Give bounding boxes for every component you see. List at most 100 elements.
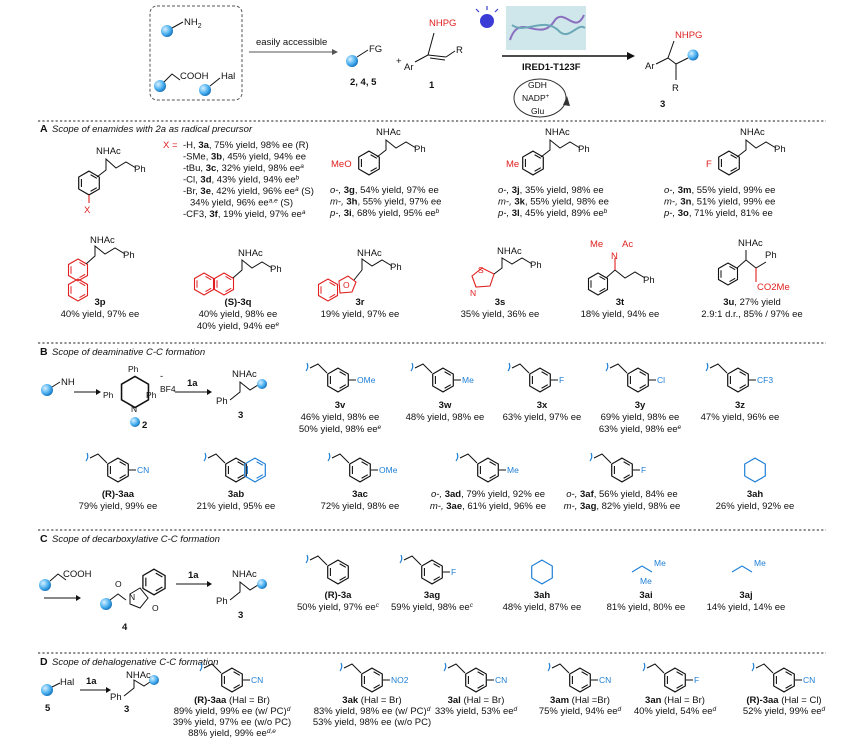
ph-label: Ph — [134, 164, 146, 175]
compound-id: 3ah — [534, 590, 551, 601]
product-r: R — [672, 83, 679, 94]
series-entry: o-, 3g, 54% yield, 97% ee — [330, 185, 439, 196]
radical-ball-icon — [100, 598, 112, 610]
substituent-label: F — [451, 567, 456, 577]
ph-label: Ph — [128, 364, 139, 374]
compound-id: (R)-3aa (Hal = Br) — [194, 695, 270, 706]
section-a: A Scope of enamides with 2a as radical p… — [40, 123, 803, 332]
yield-ee: 59% yield, 98% eec — [391, 602, 474, 613]
nhac-label: NHAc — [545, 127, 570, 138]
x-substituent: X — [84, 205, 91, 216]
nh2-label: NH2 — [184, 17, 202, 30]
x-series-entry: -CF3, 3f, 19% yield, 97% eea — [183, 209, 306, 220]
hal-label: Hal — [60, 677, 74, 688]
nhac-label: NHAc — [376, 127, 401, 138]
ph-label: Ph — [270, 264, 282, 275]
yield-ee: 26% yield, 92% ee — [716, 501, 795, 512]
yield-ee: 83% yield, 98% ee (w/ PC)d — [314, 706, 431, 717]
compound-id: 3w — [439, 400, 452, 411]
ph-label: Ph — [774, 144, 786, 155]
yield-ee: 50% yield, 97% eec — [297, 602, 380, 613]
yield-ee: 21% yield, 95% ee — [197, 501, 276, 512]
structure-3u: NHAc Ph CO2Me — [717, 238, 790, 293]
substituent-label: F — [694, 675, 699, 685]
o-label: O — [115, 579, 122, 589]
compound-id: 3aj — [739, 590, 752, 601]
yield-ee: 2.9:1 d.r., 85% / 97% ee — [701, 309, 802, 320]
n-label: N — [470, 288, 476, 298]
structure-3p: NHAc Ph — [67, 235, 135, 302]
yield-ee: 40% yield, 98% ee — [199, 309, 278, 320]
compound-id: 3r — [356, 297, 365, 308]
series-entry: m-, 3n, 51% yield, 99% ee — [664, 197, 775, 208]
compound-id: 3an (Hal = Br) — [645, 695, 705, 706]
section-c-letter: C — [40, 533, 48, 545]
ph-label: Ph — [414, 144, 426, 155]
fg-label: FG — [369, 44, 382, 55]
compound-id: 3p — [94, 297, 105, 308]
x-series-entry: 34% yield, 96% eea,e (S) — [190, 198, 293, 209]
section-c-title: Scope of decarboxylative C-C formation — [52, 534, 220, 545]
ph-label: Ph — [123, 250, 135, 261]
section-b-title: Scope of deaminative C-C formation — [52, 347, 205, 358]
series-entry: m-, 3ae, 61% yield, 96% ee — [430, 501, 546, 512]
radical-ball-icon — [154, 80, 166, 92]
compound-id: (R)-3aa (Hal = Cl) — [746, 695, 821, 706]
yield-ee: 75% yield, 94% eed — [539, 706, 622, 717]
yield-ee: 40% yield, 97% ee — [61, 309, 140, 320]
substituent-label: F — [559, 375, 564, 385]
ph-label: Ph — [146, 390, 157, 400]
enamide-nhpg: NHPG — [429, 18, 456, 29]
nhac-label: NHAc — [357, 248, 382, 259]
me-series-list: o-, 3j, 35% yield, 98% eem-, 3k, 55% yie… — [497, 185, 609, 219]
section-d-items: CN(R)-3aa (Hal = Br)89% yield, 99% ee (w… — [173, 662, 826, 739]
radical-ball-icon — [687, 49, 699, 61]
product-ar: Ar — [645, 61, 655, 72]
me-label: Me — [506, 159, 519, 170]
radical-ball-icon — [39, 579, 51, 591]
yield-ee: 79% yield, 99% ee — [79, 501, 158, 512]
ac-label: Ac — [622, 239, 633, 250]
enamide-id: 1 — [429, 80, 435, 91]
compound-id: 3ah — [747, 489, 764, 500]
radical-ball-icon — [257, 379, 267, 389]
f-label: F — [706, 159, 712, 170]
reagent-id: 4 — [122, 622, 128, 633]
o-label: O — [343, 280, 350, 290]
ph-label: Ph — [578, 144, 590, 155]
substituent-label: Me — [462, 375, 474, 385]
fg-compound-ids: 2, 4, 5 — [350, 77, 377, 88]
compound-id: 3u, 27% yield — [723, 297, 781, 308]
radical-ball-icon — [41, 384, 53, 396]
cofactor-cycle — [513, 78, 567, 118]
compound-id: 3x — [537, 400, 548, 411]
x-series-entry: -SMe, 3b, 45% yield, 94% ee — [183, 152, 306, 163]
series-entry: p-, 3l, 45% yield, 89% eeb — [497, 208, 608, 219]
structure-3q: NHAc Ph — [193, 248, 282, 296]
s-label: S — [478, 265, 484, 275]
cycle-glu: Glu — [531, 106, 545, 116]
light-bulb-icon — [480, 14, 494, 28]
x-series-entry: -Br, 3e, 42% yield, 96% eea (S) — [183, 186, 314, 197]
yield-ee: 63% yield, 97% ee — [503, 412, 582, 423]
nhac-label: NHAc — [232, 569, 257, 580]
section-d: D Scope of dehalogenative C-C formation … — [40, 656, 826, 739]
easily-accessible-label: easily accessible — [256, 37, 327, 48]
yield-ee: 48% yield, 98% ee — [406, 412, 485, 423]
n-label: N — [129, 592, 135, 602]
enzyme-name: IRED1-T123F — [522, 62, 581, 73]
nhac-label: NHAc — [126, 670, 151, 681]
substituent-label: CN — [137, 465, 149, 475]
compound-id: 3ab — [228, 489, 245, 500]
structure-3g-3i: MeO NHAc Ph — [331, 127, 426, 176]
nh2-label: NH — [61, 377, 75, 388]
compound-id: 3ai — [639, 590, 652, 601]
ph-label: Ph — [643, 275, 655, 286]
series-entry: o-, 3af, 56% yield, 84% ee — [566, 489, 677, 500]
section-d-title: Scope of dehalogenative C-C formation — [52, 657, 218, 668]
series-entry: m-, 3k, 55% yield, 98% ee — [498, 197, 609, 208]
compound-id: 3y — [635, 400, 646, 411]
